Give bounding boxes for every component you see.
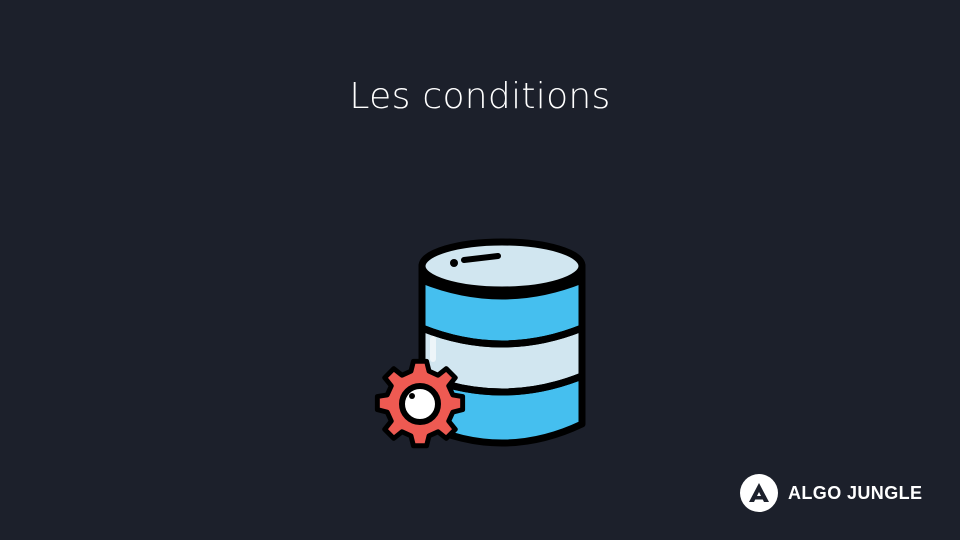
database-gear-svg <box>374 238 586 449</box>
slide-title: Les conditions <box>349 76 611 117</box>
database-gear-icon <box>368 236 592 460</box>
database-separator <box>418 276 586 300</box>
algo-jungle-logo-icon <box>740 474 778 512</box>
database-top <box>418 238 586 294</box>
brand-name: ALGO JUNGLE <box>788 482 923 503</box>
gear-icon <box>374 358 466 449</box>
brand: ALGO JUNGLE <box>740 474 922 512</box>
database-separator <box>418 324 586 348</box>
logo-glyph <box>749 483 769 502</box>
